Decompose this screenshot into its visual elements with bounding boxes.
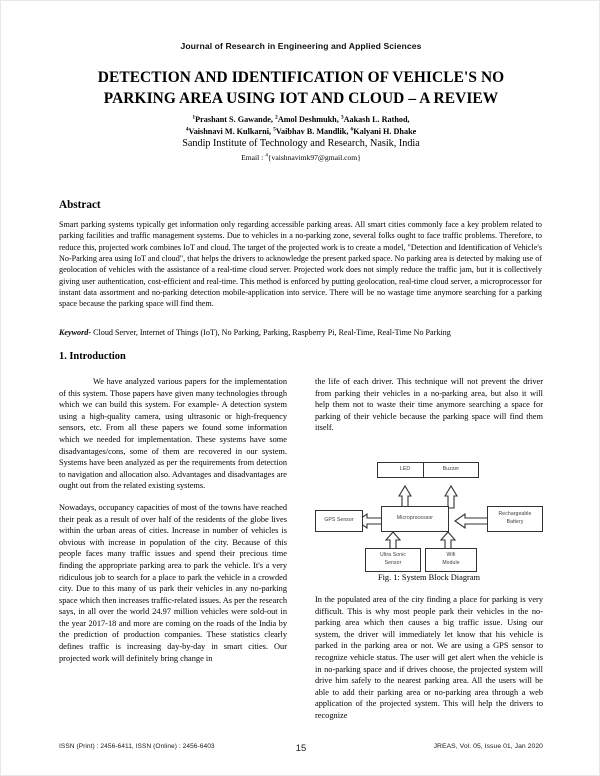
contact-email: Email : 4{vaishnavimk97@gmail.com}	[59, 153, 543, 162]
journal-running-header: Journal of Research in Engineering and A…	[180, 41, 422, 51]
author-name-2: Amol Deshmukh,	[277, 115, 341, 124]
author-sup-2: 2	[275, 114, 278, 121]
affiliation: Sandip Institute of Technology and Resea…	[182, 138, 420, 149]
author-name-5: Vaibhav B. Mandlik,	[275, 126, 351, 136]
body-column-right: the life of each driver. This technique …	[315, 376, 543, 732]
email-sup: 4	[265, 152, 268, 159]
author-name-3: Aakash L. Rathod,	[343, 115, 410, 124]
diagram-box-buzzer-label: Buzzer	[442, 466, 460, 473]
diagram-box-ultrasonic-sensor: Ultra Sonic Sensor	[365, 547, 421, 572]
footer-page-number: 15	[295, 742, 307, 753]
paragraph: the life of each driver. This technique …	[315, 377, 543, 433]
body-column-left: We have analyzed various papers for the …	[59, 376, 287, 674]
author-sup-3: 3	[340, 114, 344, 121]
author-name-1: Prashant S. Gawande,	[195, 115, 276, 124]
diagram-box-gps-label: GPS Sensor	[324, 517, 354, 524]
diagram-box-wifi-module: Wifi Module	[425, 547, 477, 572]
diagram-box-rechargeable-battery: Rechargeable Battery	[487, 505, 543, 532]
email-address: {vaishnavimk97@gmail.com}	[267, 153, 361, 162]
diagram-box-battery-label-line1: Rechargeable	[498, 511, 532, 518]
diagram-box-battery-label-line2: Battery	[506, 518, 524, 525]
diagram-box-wifi-label-line2: Module	[442, 559, 460, 566]
diagram-box-buzzer: Buzzer	[423, 461, 479, 478]
page-title: DETECTION AND IDENTIFICATION OF VEHICLE'…	[97, 69, 505, 107]
author-sup-4: 4	[185, 125, 189, 132]
section-heading-introduction: 1. Introduction	[59, 351, 126, 362]
diagram-box-gps-sensor: GPS Sensor	[315, 509, 363, 532]
page-content-area: Journal of Research in Engineering and A…	[59, 1, 543, 775]
diagram-box-ultrasonic-label-line1: Ultra Sonic	[379, 552, 406, 559]
figure-caption: Fig. 1: System Block Diagram	[377, 573, 481, 583]
author-line-1: 1Prashant S. Gawande, 2Amol Deshmukh, 3A…	[59, 114, 543, 126]
author-sup-1: 1	[192, 114, 196, 121]
diagram-box-microprocessor-label: Microprocessor	[396, 515, 434, 522]
figure-system-block-diagram: LED Buzzer GPS Sensor Microprocessor Rec…	[315, 444, 543, 582]
paragraph: We have analyzed various papers for the …	[59, 377, 287, 491]
author-sup-5: 5	[273, 125, 276, 132]
abstract-body: Smart parking systems typically get info…	[59, 220, 542, 309]
paragraph: Nowadays, occupancy capacities of most o…	[59, 502, 287, 663]
paragraph: In the populated area of the city findin…	[315, 594, 543, 720]
diagram-box-led-label: LED	[399, 466, 411, 473]
author-line-2: 4Vaishnavi M. Kulkarni, 5Vaibhav B. Mand…	[59, 126, 543, 138]
footer-issn: ISSN (Print) : 2456-6411, ISSN (Online) …	[59, 743, 215, 750]
author-name-4: Vaishnavi M. Kulkarni,	[188, 126, 274, 136]
diagram-box-microprocessor: Microprocessor	[381, 505, 449, 532]
author-name-6: Kalyani H. Dhake	[353, 126, 417, 136]
keywords-value: Cloud Server, Internet of Things (IoT), …	[91, 328, 451, 337]
diagram-box-ultrasonic-label-line2: Sensor	[384, 559, 402, 566]
author-sup-6: 6	[350, 125, 354, 132]
author-list: 1Prashant S. Gawande, 2Amol Deshmukh, 3A…	[59, 114, 543, 137]
diagram-box-led: LED	[377, 461, 433, 478]
keywords-label: Keyword-	[59, 328, 92, 337]
keywords-line: Keyword- Cloud Server, Internet of Thing…	[59, 327, 542, 338]
footer-journal-reference: JREAS, Vol. 05, Issue 01, Jan 2020	[433, 743, 543, 750]
diagram-box-wifi-label-line1: Wifi	[446, 552, 456, 559]
abstract-heading: Abstract	[59, 199, 101, 211]
email-label: Email :	[241, 153, 266, 162]
